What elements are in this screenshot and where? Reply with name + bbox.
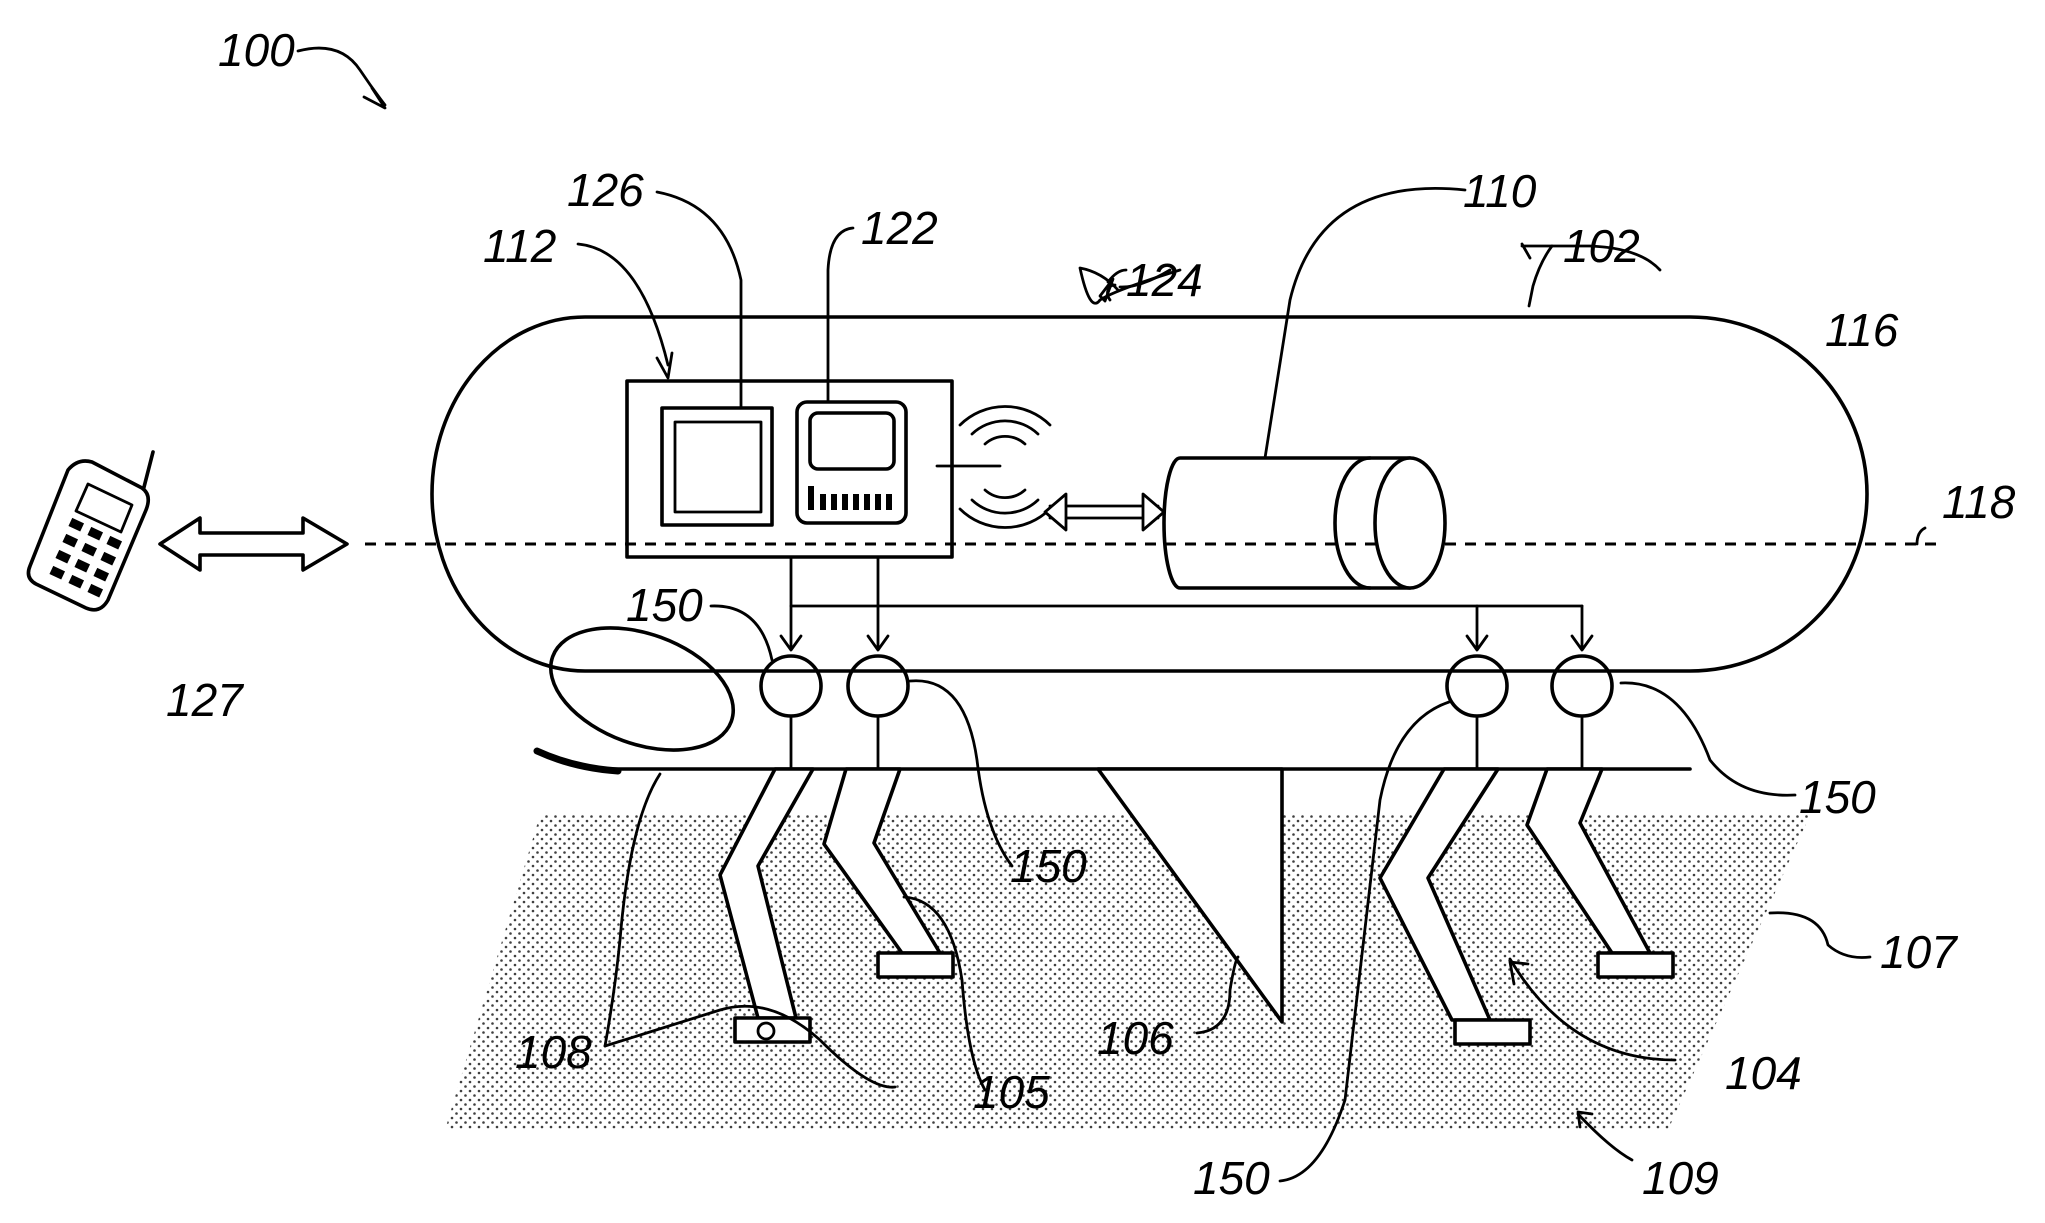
label-122: 122 bbox=[861, 202, 938, 254]
label-109: 109 bbox=[1642, 1152, 1719, 1204]
actuator-150-a bbox=[761, 656, 821, 769]
label-105: 105 bbox=[973, 1066, 1050, 1118]
actuator-150-d bbox=[1552, 656, 1612, 769]
remote-device-icon bbox=[28, 452, 153, 610]
internal-link-arrow bbox=[1045, 494, 1164, 530]
label-150-bottom: 150 bbox=[1193, 1152, 1270, 1204]
control-unit bbox=[627, 381, 1000, 557]
label-108: 108 bbox=[515, 1026, 592, 1078]
label-112: 112 bbox=[483, 220, 556, 272]
label-106: 106 bbox=[1097, 1012, 1174, 1064]
label-150-mid: 150 bbox=[1010, 840, 1087, 892]
label-127: 127 bbox=[166, 674, 244, 726]
label-102: 102 bbox=[1563, 220, 1640, 272]
payload-cylinder bbox=[1164, 458, 1445, 588]
actuator-150-b bbox=[848, 656, 908, 769]
control-wiring bbox=[781, 557, 1592, 650]
label-110: 110 bbox=[1463, 165, 1537, 217]
label-150-right: 150 bbox=[1799, 771, 1876, 823]
label-104: 104 bbox=[1725, 1047, 1802, 1099]
label-124: 124 bbox=[1126, 254, 1203, 306]
label-107: 107 bbox=[1880, 926, 1958, 978]
label-126: 126 bbox=[567, 164, 644, 216]
actuator-150-c bbox=[1447, 656, 1507, 769]
label-100: 100 bbox=[218, 24, 295, 76]
label-118: 118 bbox=[1942, 476, 2016, 528]
wireless-link-arrow bbox=[160, 518, 347, 570]
label-116: 116 bbox=[1825, 304, 1899, 356]
label-150-top: 150 bbox=[626, 579, 703, 631]
